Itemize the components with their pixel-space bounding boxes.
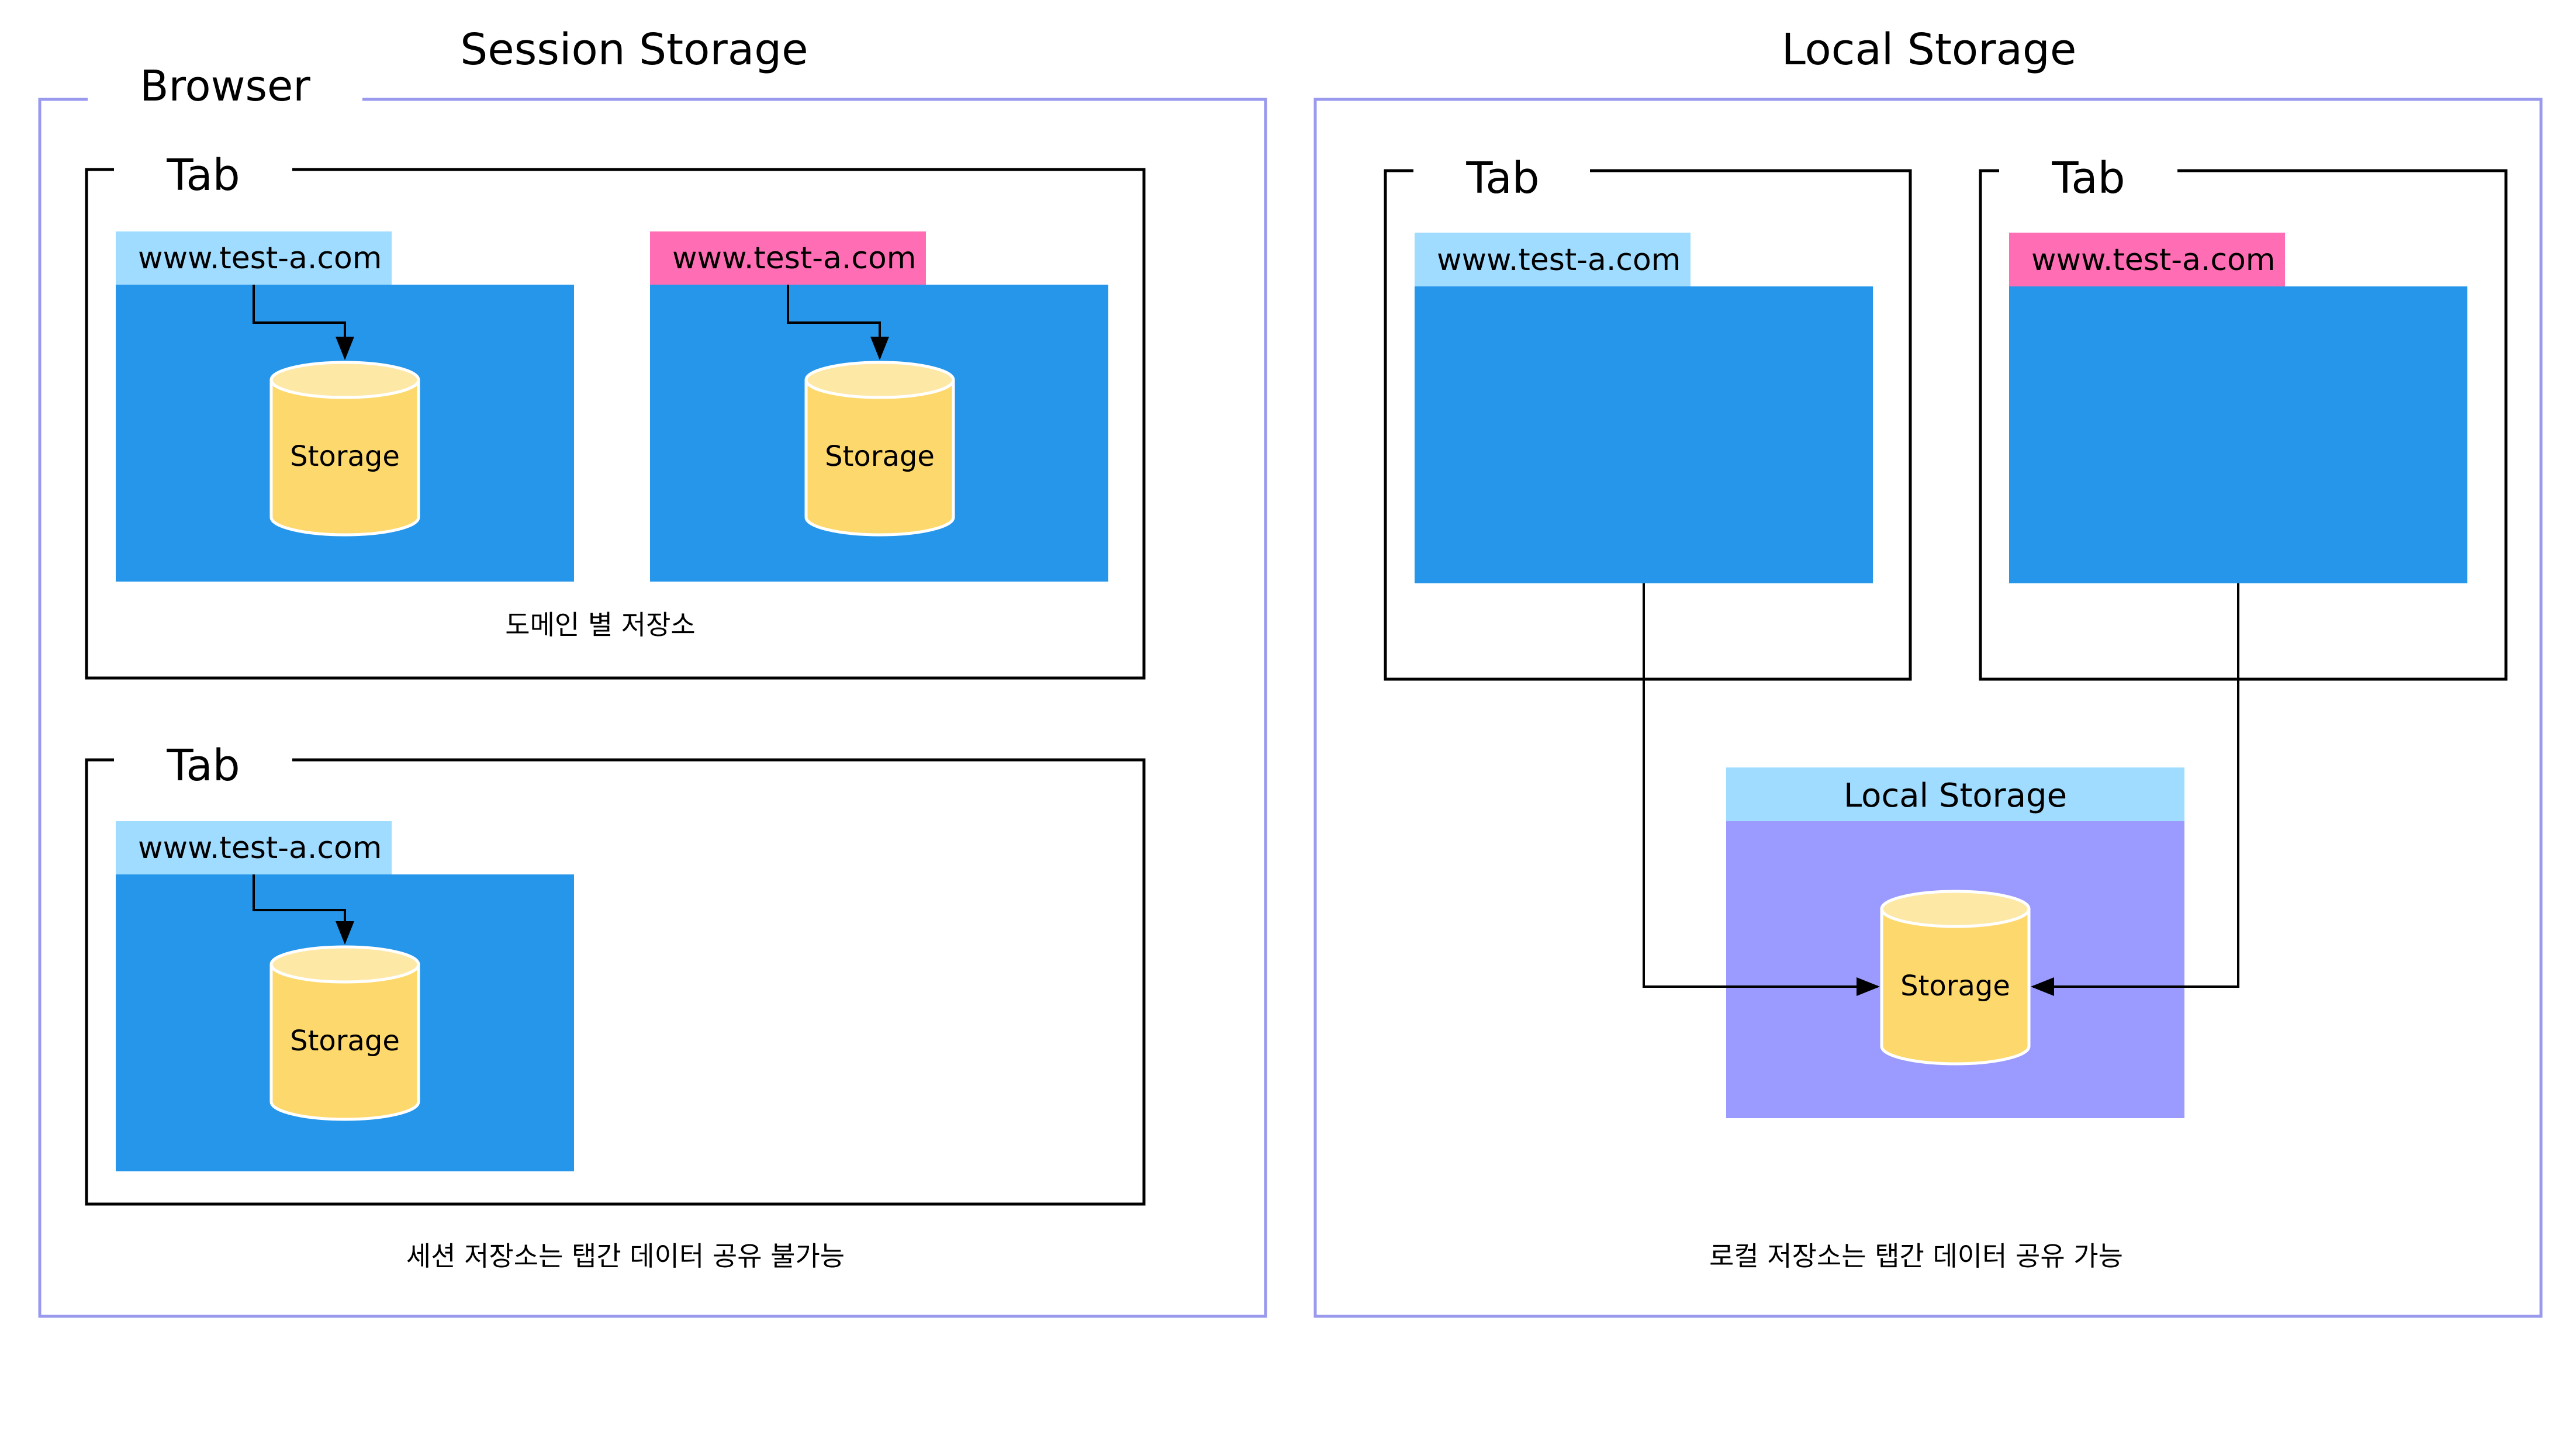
browser-label: Browser	[140, 61, 310, 110]
session-tab1-label: Tab	[166, 150, 240, 200]
domain-bar	[116, 821, 392, 874]
session-tab1-page-right: www.test-a.com Storage	[650, 231, 1108, 582]
local-tab-left-domain-bar	[1415, 233, 1691, 286]
domain-to-storage-arrow	[253, 285, 354, 360]
local-tab-right-domain-bar	[2009, 233, 2285, 286]
local-tab-left-domain: www.test-a.com	[1437, 243, 1681, 278]
right-tab-to-storage-arrow	[2031, 583, 2239, 996]
session-tab1-caption: 도메인 별 저장소	[505, 609, 695, 641]
storage-label: Storage	[1900, 970, 2010, 1002]
local-tab-right-frame	[1979, 169, 2508, 681]
domain-label: www.test-a.com	[672, 241, 916, 276]
left-tab-to-storage-arrow	[1643, 583, 1880, 996]
shared-store-header	[1726, 767, 2184, 821]
storage-cylinder: Storage	[1880, 890, 2031, 1066]
browser-frame	[38, 98, 1267, 1318]
shared-local-storage: Local Storage Storage	[1726, 767, 2184, 1118]
local-browser-frame	[1313, 98, 2543, 1318]
domain-label: www.test-a.com	[138, 241, 382, 276]
session-tab1-frame	[85, 168, 1146, 680]
local-tab-left-page	[1415, 286, 1873, 583]
shared-store-header-label: Local Storage	[1844, 777, 2067, 815]
local-tab-left-label: Tab	[1465, 153, 1539, 203]
domain-to-storage-arrow	[253, 874, 354, 945]
local-tab-right-label: Tab	[2051, 153, 2125, 203]
domain-bar	[116, 231, 392, 285]
domain-bar	[650, 231, 926, 285]
session-caption: 세션 저장소는 탭간 데이터 공유 불가능	[406, 1240, 845, 1272]
storage-cylinder: Storage	[269, 361, 420, 537]
local-tab-right-domain: www.test-a.com	[2031, 243, 2275, 278]
local-storage-title: Local Storage	[1782, 25, 2077, 75]
domain-label: www.test-a.com	[138, 831, 382, 866]
domain-to-storage-arrow	[787, 285, 889, 360]
session-tab2-frame	[85, 758, 1146, 1206]
storage-label: Storage	[290, 440, 400, 473]
storage-cylinder: Storage	[269, 945, 420, 1121]
session-storage-title: Session Storage	[460, 25, 808, 75]
storage-label: Storage	[825, 440, 935, 473]
session-tab2-label: Tab	[166, 741, 240, 791]
local-tab-left-frame	[1384, 169, 1912, 681]
storage-cylinder: Storage	[804, 361, 955, 537]
local-caption: 로컬 저장소는 탭간 데이터 공유 가능	[1709, 1240, 2123, 1272]
local-tab-right-page	[2009, 286, 2467, 583]
storage-label: Storage	[290, 1025, 400, 1057]
session-tab2-page: www.test-a.com Storage	[116, 821, 574, 1171]
session-tab1-page-left: www.test-a.com Storage	[116, 231, 574, 582]
